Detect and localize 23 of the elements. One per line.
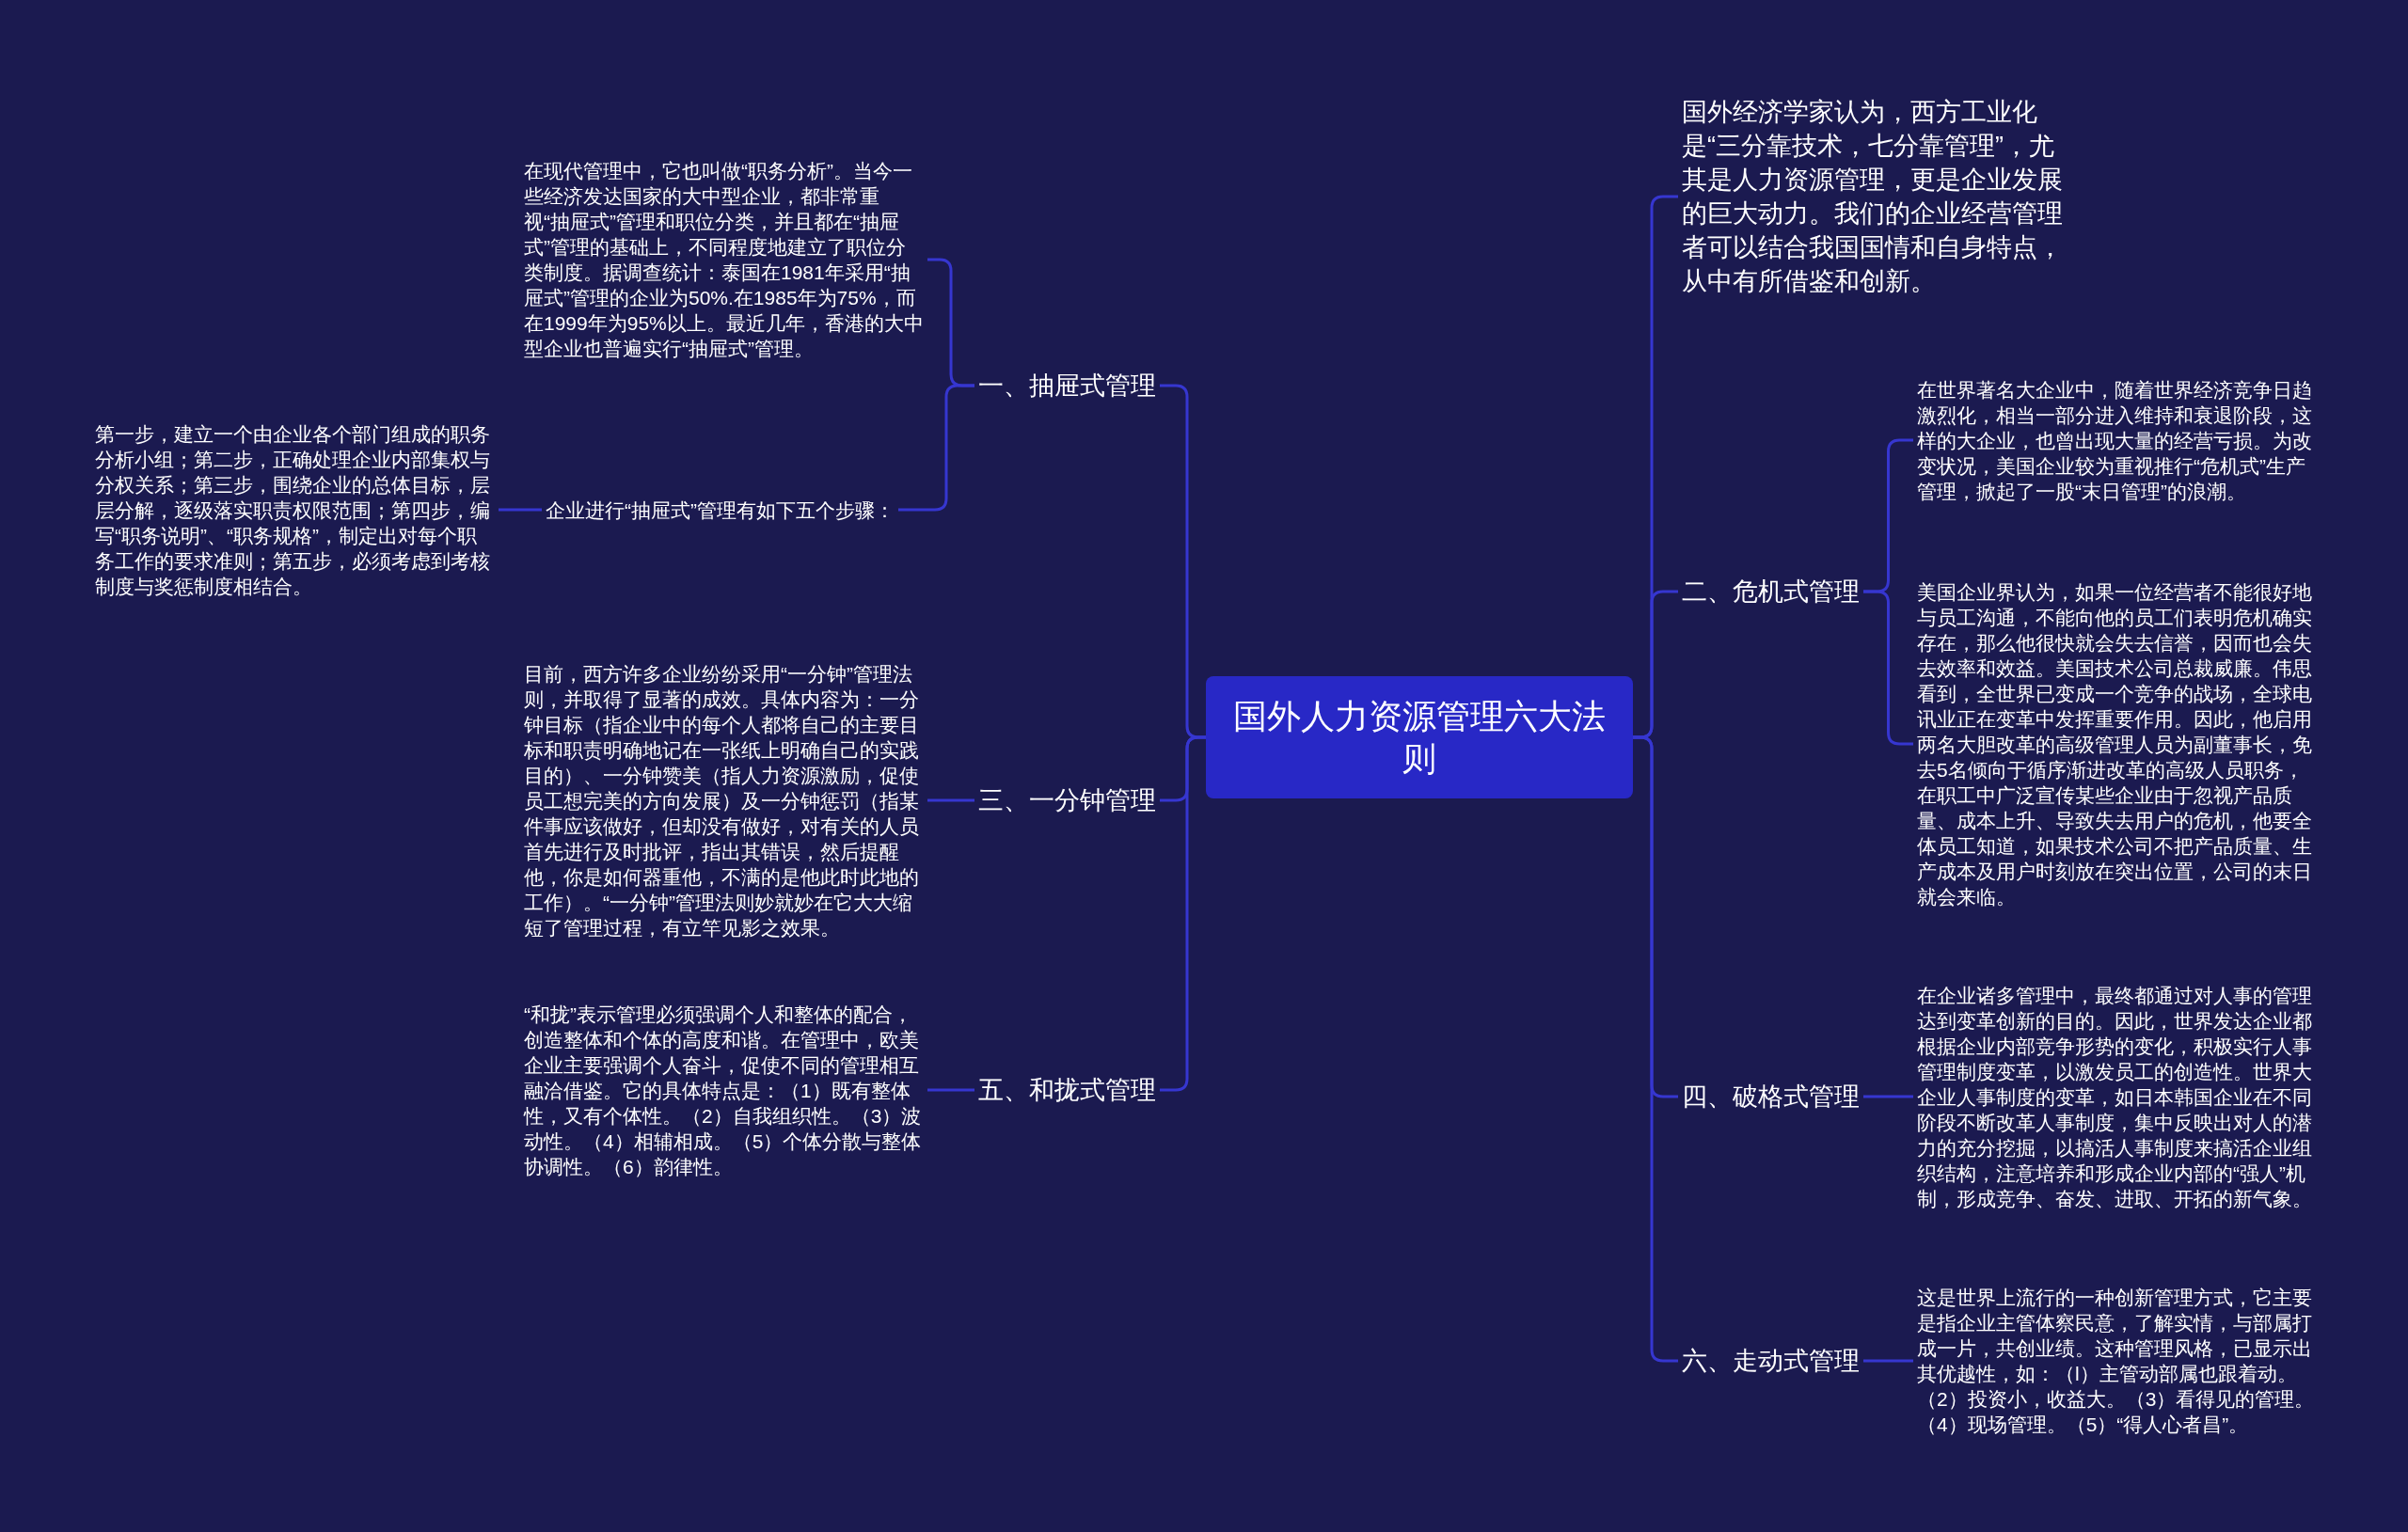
branch-label: 三、一分钟管理 <box>974 783 1160 817</box>
description-text: 在企业诸多管理中，最终都通过对人事的管理达到变革创新的目的。因此，世界发达企业都根据企业内部竞争形势的变化，积极实行人事管理制度变革，以激发员工的创造性。世界大企业人事制度的变革，如日本韩国企业在不同阶段不断改革人事制度，集中反映出对人的潜力的充分挖掘，以搞活人事制度来搞活企业组织结构，注意培养和形成企业内部的“强人”机制，形成竞争、奋发、进取、开拓的新气象。 <box>1913 982 2321 1211</box>
connector-line <box>927 798 974 802</box>
connector-line <box>1863 1095 1913 1098</box>
description-text: 美国企业界认为，如果一位经营者不能很好地与员工沟通，不能向他的员工们表明危机确实存在，那么他很快就会失去信誉，因而也会失去效率和效益。美国技术公司总裁威廉。伟思看到，全世界已变成一个竞争的战场，全球电讯业正在变革中发挥重要作用。因此，他启用两名大胆改革的高级管理人员为副董事长，免去5名倾向于循序渐进改革的高级人员职务，在职工中广泛宣传某些企业由于忽视产品质量、成本上升、导致失去用户的危机，他要全体员工知道，如果技术公司不把产品质量、生产成本及用户时刻放在突出位置，公司的末日就会来临。 <box>1913 578 2321 909</box>
branch-label: 四、破格式管理 <box>1678 1080 1863 1113</box>
description-text: 这是世界上流行的一种创新管理方式，它主要是指企业主管体察民意，了解实情，与部属打成一片，共创业绩。这种管理风格，已显示出其优越性，如：（l）主管动部属也跟着动。（2）投资小，收益大。（3）看得见的管理。（4）现场管理。（5）“得人心者昌”。 <box>1913 1285 2321 1437</box>
description-text: “和拢”表示管理必须强调个人和整体的配合，创造整体和个体的高度和谐。在管理中，欧美企业主要强调个人奋斗，促使不同的管理相互融洽借鉴。它的具体特点是：（1）既有整体性，又有个体性。（2）自我组织性。（3）波动性。（4）相辅相成。（5）个体分散与整体协调性。（6）韵律性。 <box>520 1001 927 1179</box>
description-text: 在现代管理中，它也叫做“职务分析”。当今一些经济发达国家的大中型企业，都非常重视“抽屉式”管理和职位分类，并且都在“抽屉式”管理的基础上，不同程度地建立了职位分类制度。据调查统计：泰国在1981年采用“抽屉式”管理的企业为50%.在1985年为75%，而在1999年为95%以上。最近几年，香港的大中型企业也普遍实行“抽屉式”管理。 <box>520 158 927 361</box>
description-text: 在世界著名大企业中，随着世界经济竞争日趋激烈化，相当一部分进入维持和衰退阶段，这样的大企业，也曾出现大量的经营亏损。为改变状况，美国企业较为重视推行“危机式”生产管理，掀起了一股“末日管理”的浪潮。 <box>1913 376 2321 504</box>
branch-label: 一、抽屉式管理 <box>974 369 1160 403</box>
description-text: 国外经济学家认为，西方工业化是“三分靠技术，七分靠管理”，尤其是人力资源管理，更是企业发展的巨大动力。我们的企业经营管理者可以结合我国国情和自身特点，从中有所借鉴和创新。 <box>1678 95 2071 298</box>
branch-label: 六、走动式管理 <box>1678 1344 1863 1378</box>
branch-label: 五、和拢式管理 <box>974 1073 1160 1107</box>
description-text: 目前，西方许多企业纷纷采用“一分钟”管理法则，并取得了显著的成效。具体内容为：一分钟目标（指企业中的每个人都将自己的主要目标和职责明确地记在一张纸上明确自己的实践目的）、一分钟赞美（指人力资源激励，促使员工想完美的方向发展）及一分钟惩罚（指某件事应该做好，但却没有做好，对有关的人员首先进行及时批评，指出其错误，然后提醒他，你是如何器重他，不满的是他此时此地的工作）。“一分钟”管理法则妙就妙在它大大缩短了管理过程，有立竿见影之效果。 <box>520 660 927 940</box>
connector-line <box>499 508 542 512</box>
step-intro-text: 企业进行“抽屉式”管理有如下五个步骤： <box>542 497 898 523</box>
branch-label: 二、危机式管理 <box>1678 575 1863 608</box>
connector-line <box>898 384 974 512</box>
connector-line <box>1863 1359 1913 1363</box>
connector-line <box>927 1088 974 1092</box>
central-topic-box: 国外人力资源管理六大法则 <box>1206 676 1633 798</box>
description-text: 第一步，建立一个由企业各个部门组成的职务分析小组；第二步，正确处理企业内部集权与分权关系；第三步，围绕企业的总体目标，层层分解，逐级落实职责权限范围；第四步，编写“职务说明”、“职务规格”，制定出对每个职务工作的要求准则；第五步，必须考虑到考核制度与奖惩制度相结合。 <box>91 420 499 599</box>
